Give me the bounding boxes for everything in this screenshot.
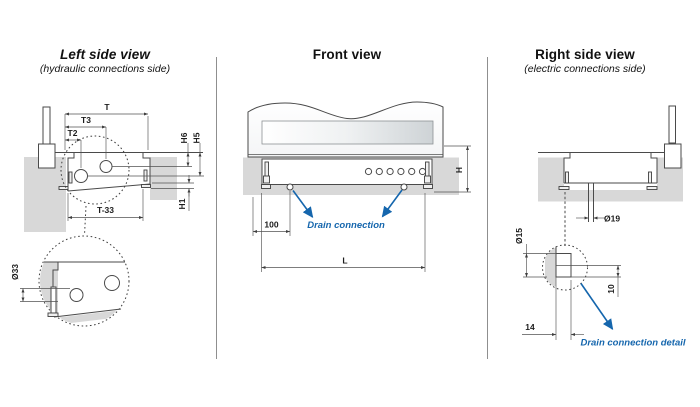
drain-hole [400, 183, 408, 191]
electric-conduit-connector [664, 143, 682, 169]
vent-hole [375, 167, 383, 176]
drain-connection-label: Drain connection [307, 220, 385, 231]
foot [58, 186, 69, 190]
hydraulic-pipe [42, 106, 51, 145]
counter-section-right [150, 157, 177, 200]
vent-hole [397, 167, 405, 176]
foot [141, 184, 151, 188]
detail-bottom-line [53, 308, 122, 318]
left-view-subtitle: (hydraulic connections side) [39, 63, 171, 75]
detail-drain-pipe [50, 286, 57, 314]
detail-hole [104, 275, 120, 291]
wall-fitting [565, 171, 569, 184]
right-view-subtitle: (electric connections side) [524, 63, 646, 75]
detail-marker-circle [60, 135, 130, 205]
drain-callout-arrow [381, 189, 403, 218]
left-side-view-drawing: Ø33 T T3 T2 H6 H5 [10, 102, 204, 327]
detail-gray-fill [545, 248, 556, 286]
dim-label-detail-width: 14 [525, 322, 535, 332]
dim-label-t2: T2 [68, 128, 78, 138]
counter-section-bottom [564, 190, 657, 202]
counter-section-left [538, 157, 564, 202]
worktop-recess-panel [261, 120, 434, 145]
dim-label-d15: Ø15 [514, 228, 524, 244]
dim-label-t: T [104, 102, 110, 112]
foot [646, 186, 658, 190]
wall-fitting [648, 171, 652, 184]
dim-label-h1: H1 [177, 198, 187, 209]
dim-label-h: H [454, 167, 464, 173]
detail-foot [47, 312, 59, 317]
foot [558, 186, 570, 190]
bracket-foot [263, 175, 270, 184]
right-view-title: Right side view [535, 47, 635, 62]
front-view-drawing: H 100 L Drain connection [243, 101, 471, 272]
vent-hole [386, 167, 394, 176]
dim-label-d19: Ø19 [604, 214, 620, 224]
dim-label-t3: T3 [81, 115, 91, 125]
foot [261, 184, 271, 189]
hydraulic-hole [74, 169, 88, 183]
left-view-title: Left side view [60, 47, 150, 62]
unit-body-outline [563, 152, 658, 184]
drain-callout-arrow [292, 190, 314, 218]
dim-label-h6: H6 [179, 132, 189, 143]
detail-zoom-circle [38, 235, 130, 327]
dim-label-h5: H5 [192, 132, 202, 143]
dim-label-drain-offset: 100 [264, 220, 278, 230]
drain-detail-arrow [580, 283, 614, 330]
dim-label-detail-height: 10 [606, 284, 616, 294]
drain-hole [286, 183, 294, 191]
detail-hole [69, 288, 84, 302]
hydraulic-pipe-connector [38, 143, 56, 169]
vent-hole [418, 167, 427, 176]
hydraulic-hole [99, 160, 113, 173]
front-view-title: Front view [312, 47, 382, 62]
detail-leader [84, 205, 87, 236]
counter-section-left [24, 157, 66, 232]
unit-body-outline [67, 152, 151, 192]
vent-hole [408, 167, 416, 176]
vent-hole [364, 167, 373, 176]
right-side-view-drawing: Ø19 Ø15 10 14 [514, 105, 686, 349]
bracket-foot [424, 175, 431, 184]
drain-detail-label: Drain connection detail [580, 338, 685, 349]
unit-body [261, 158, 433, 185]
dim-label-t33: T-33 [97, 205, 114, 215]
dim-label-l: L [342, 256, 347, 266]
wall-fitting [143, 169, 148, 182]
wall-fitting [68, 171, 73, 184]
detail-zoom-circle [542, 244, 588, 291]
electric-conduit-pipe [668, 105, 676, 144]
foot [423, 184, 433, 189]
dim-label-d33: Ø33 [10, 264, 20, 280]
